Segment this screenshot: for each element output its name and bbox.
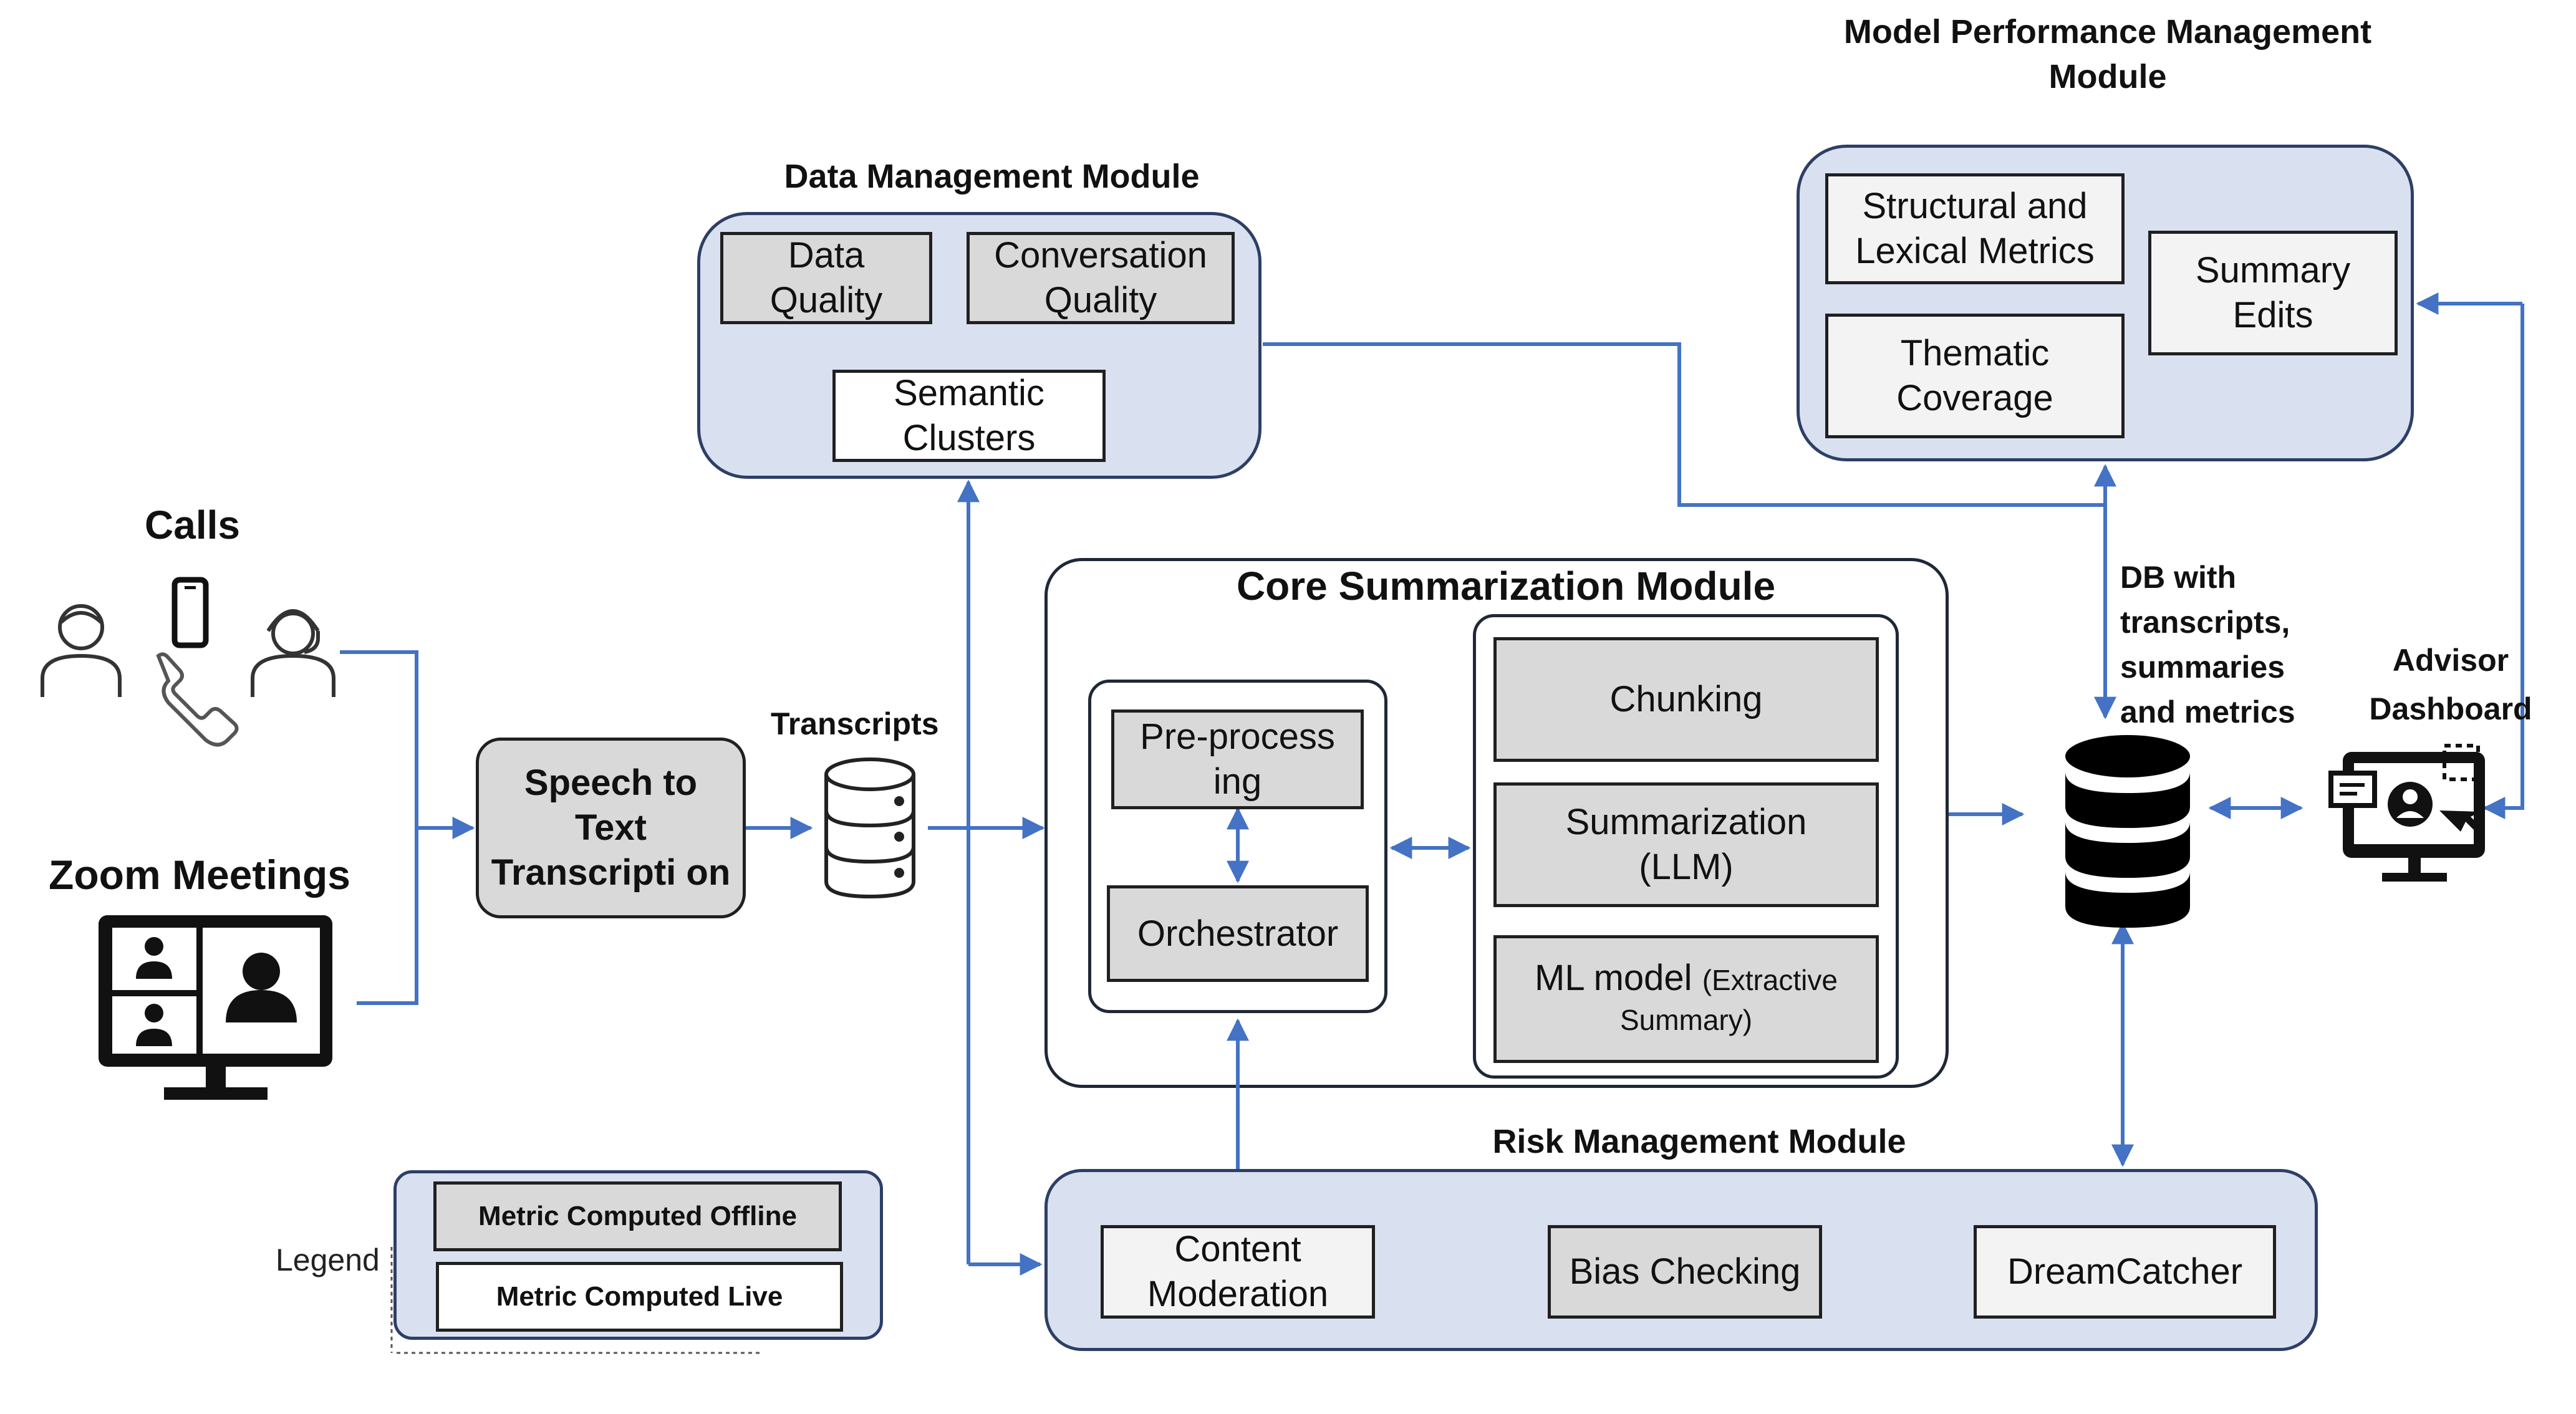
advisor-label: Advisor Dashboard — [2360, 636, 2541, 733]
core-summarization-title: Core Summarization Module — [1236, 564, 1776, 608]
db-label-line3: summaries — [2120, 650, 2285, 685]
legend-offline-key: Metric Computed Offline — [433, 1181, 842, 1251]
db-label-line1: DB with — [2120, 560, 2237, 595]
model-performance-title-line2: Module — [2048, 58, 2167, 95]
transcripts-label: Transcripts — [771, 706, 939, 741]
ml-model-label: ML model — [1535, 958, 1692, 998]
summarization-llm-box: Summarization (LLM) — [1493, 782, 1879, 907]
llm-label: (LLM) — [1639, 847, 1734, 887]
dreamcatcher-box: DreamCatcher — [1974, 1225, 2276, 1319]
db-label-line2: transcripts, — [2120, 605, 2290, 640]
advisor-label-line2: Dashboard — [2369, 691, 2532, 726]
summary-edits-box: Summary Edits — [2148, 231, 2398, 355]
conversation-quality-box: Conversation Quality — [967, 232, 1235, 324]
semantic-clusters-box: Semantic Clusters — [832, 370, 1106, 462]
legend-title: Legend — [276, 1243, 380, 1277]
thematic-coverage-box: Thematic Coverage — [1825, 314, 2125, 438]
data-quality-box: Data Quality — [720, 232, 932, 324]
zoom-monitor-icon — [99, 915, 332, 1100]
advisor-label-line1: Advisor — [2392, 643, 2509, 678]
chunking-box: Chunking — [1493, 637, 1879, 762]
model-performance-title-line1: Model Performance Management — [1843, 13, 2372, 50]
ml-model-detail-2: Summary) — [1619, 1004, 1753, 1036]
db-label: DB with transcripts, summaries and metri… — [2120, 555, 2295, 734]
central-db-icon — [2065, 735, 2190, 928]
advisor-dashboard-icon — [2328, 744, 2485, 882]
summarization-label: Summarization — [1565, 802, 1807, 842]
agent-headset-icon — [251, 609, 335, 697]
calls-connector — [340, 650, 418, 1005]
transcripts-db-icon — [824, 758, 915, 899]
ml-model-box: ML model (Extractive Summary) — [1493, 935, 1879, 1063]
data-mgmt-to-performance-line — [1263, 342, 2105, 507]
zoom-meetings-label: Zoom Meetings — [49, 852, 351, 898]
ml-model-detail-1: (Extractive — [1702, 964, 1838, 996]
orchestrator-box: Orchestrator — [1107, 885, 1369, 982]
phone-icon — [171, 577, 209, 648]
content-moderation-box: Content Moderation — [1101, 1225, 1375, 1319]
handset-icon — [156, 652, 239, 747]
speech-to-text-box: Speech to Text Transcripti on — [476, 738, 746, 918]
db-label-line4: and metrics — [2120, 695, 2295, 729]
preprocessing-box: Pre-process ing — [1111, 709, 1364, 809]
structural-lexical-metrics-box: Structural and Lexical Metrics — [1825, 173, 2125, 284]
risk-management-title: Risk Management Module — [1492, 1123, 1906, 1160]
ml-model-line: ML model (Extractive — [1535, 958, 1838, 1000]
legend-live-key: Metric Computed Live — [436, 1262, 843, 1332]
bias-checking-box: Bias Checking — [1548, 1225, 1822, 1319]
person-icon — [41, 604, 122, 697]
calls-label: Calls — [145, 503, 240, 547]
data-management-title: Data Management Module — [784, 158, 1200, 195]
